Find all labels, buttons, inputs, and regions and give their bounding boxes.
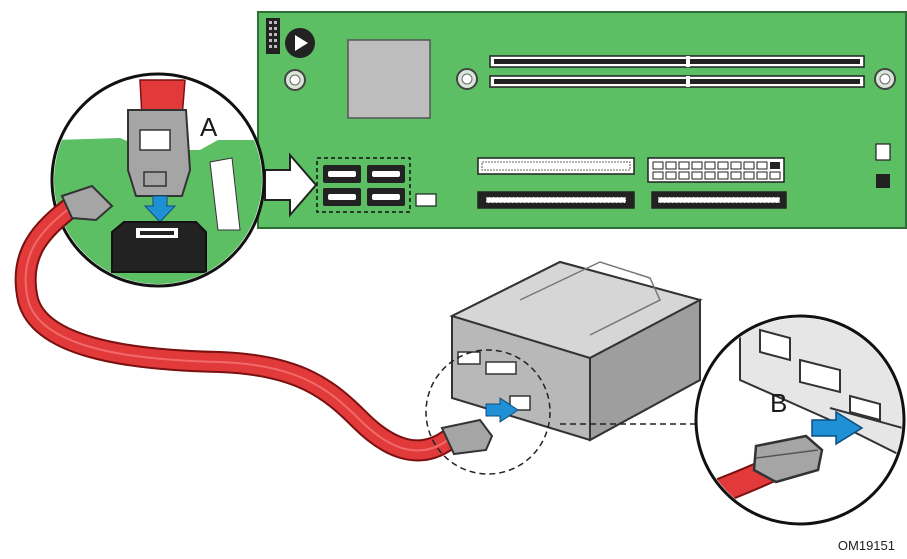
pin-header-top-left: [266, 18, 280, 54]
header-right-bottom: [876, 174, 890, 188]
mounting-hole-icon: [456, 68, 478, 90]
sata-cable: [14, 184, 494, 462]
cable-end-connector: [60, 184, 114, 222]
mounting-hole-icon: [874, 68, 896, 90]
detail-callout-b: B: [694, 314, 906, 526]
insert-arrow-icon: [143, 195, 177, 223]
header-right-top: [875, 143, 891, 161]
atx-power-connector: [647, 157, 785, 183]
pointer-arrow-icon: [264, 152, 318, 218]
cable-end-connector: [440, 418, 494, 456]
mounting-hole-icon: [284, 69, 306, 91]
zoom-region-indicator: [425, 349, 551, 475]
fan-header: [415, 193, 437, 207]
sata-cable-connector: [127, 109, 192, 197]
motherboard: [257, 11, 907, 229]
insert-arrow-icon: [811, 410, 864, 446]
memory-slots: [489, 55, 865, 88]
detail-callout-a: A: [50, 72, 266, 288]
insert-arrow-icon: [485, 397, 519, 423]
sata-connectors-group: [316, 157, 411, 213]
sata-receptacle: [111, 221, 207, 273]
hard-drive: [449, 260, 703, 442]
sata-cable-connector: [752, 434, 824, 484]
cpu-socket: [347, 39, 431, 119]
play-icon: [285, 28, 315, 58]
figure-id: OM19151: [837, 538, 895, 553]
callout-label-a: A: [200, 112, 218, 142]
callout-label-b: B: [770, 388, 787, 418]
